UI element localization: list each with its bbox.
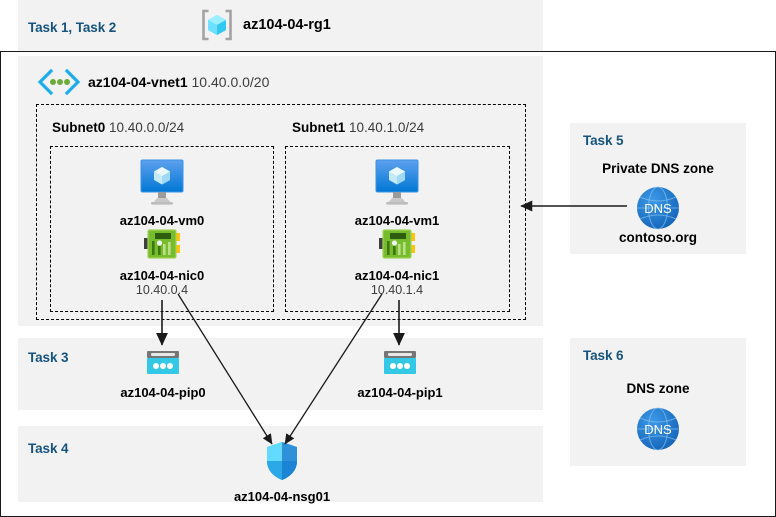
dns-icon-text: DNS xyxy=(644,201,672,216)
subnet1-cidr: 10.40.1.0/24 xyxy=(349,120,425,135)
subnet0-cidr: 10.40.0.0/24 xyxy=(109,120,185,135)
nic1-label: az104-04-nic1 xyxy=(354,268,440,283)
nic0-node: az104-04-nic0 10.40.0.4 xyxy=(102,228,222,298)
pip1-label: az104-04-pip1 xyxy=(357,385,443,400)
private-dns-zone-heading: Private DNS zone xyxy=(602,161,714,176)
task-label-1-2: Task 1, Task 2 xyxy=(28,20,117,35)
resource-group-name: az104-04-rg1 xyxy=(243,17,331,33)
virtual-network-icon xyxy=(36,68,82,96)
nic0-label: az104-04-nic0 xyxy=(119,268,205,283)
subnet1-box xyxy=(285,146,510,312)
header-row xyxy=(0,0,776,51)
network-security-group-icon xyxy=(222,440,342,487)
pip0-label: az104-04-pip0 xyxy=(120,385,206,400)
subnet1-name: Subnet1 xyxy=(292,120,346,135)
virtual-network-title: az104-04-vnet1 10.40.0.0/20 xyxy=(88,74,269,90)
vm1-label: az104-04-vm1 xyxy=(354,213,440,228)
pip1-node: az104-04-pip1 xyxy=(340,348,460,400)
virtual-machine-icon xyxy=(102,156,222,211)
nic0-ip: 10.40.0.4 xyxy=(135,283,189,297)
nsg-node: az104-04-nsg01 xyxy=(222,440,342,504)
vm0-node: az104-04-vm0 xyxy=(102,156,222,228)
resource-group-icon xyxy=(199,7,235,43)
nic1-node: az104-04-nic1 10.40.1.4 xyxy=(337,228,457,298)
dns-zone-icon: DNS xyxy=(632,183,684,233)
vm1-node: az104-04-vm1 xyxy=(337,156,457,228)
subnet0-name: Subnet0 xyxy=(52,120,106,135)
header-band xyxy=(18,0,543,51)
public-ip-address-icon xyxy=(103,348,223,383)
virtual-network-band xyxy=(18,56,543,326)
task3-panel xyxy=(18,338,543,410)
virtual-network-name: az104-04-vnet1 xyxy=(88,74,188,90)
task-label-5: Task 5 xyxy=(583,133,624,148)
pip0-node: az104-04-pip0 xyxy=(103,348,223,400)
public-ip-address-icon xyxy=(340,348,460,383)
network-interface-icon xyxy=(102,228,222,267)
vm0-label: az104-04-vm0 xyxy=(119,213,205,228)
virtual-machine-icon xyxy=(337,156,457,211)
subnets-container xyxy=(36,104,526,320)
task-label-6: Task 6 xyxy=(583,348,624,363)
network-interface-icon xyxy=(337,228,457,267)
dns-zone-icon: DNS xyxy=(632,404,684,454)
task-label-4: Task 4 xyxy=(28,441,69,456)
task-label-3: Task 3 xyxy=(28,350,69,365)
nic1-ip: 10.40.1.4 xyxy=(370,283,424,297)
subnet1-title: Subnet1 10.40.1.0/24 xyxy=(292,120,424,135)
dns-zone-heading: DNS zone xyxy=(626,381,690,396)
nsg-label: az104-04-nsg01 xyxy=(233,489,331,504)
virtual-network-cidr: 10.40.0.0/20 xyxy=(191,74,270,90)
dns-icon-text: DNS xyxy=(644,422,672,437)
subnet0-title: Subnet0 10.40.0.0/24 xyxy=(52,120,184,135)
private-dns-zone-name: contoso.org xyxy=(619,230,697,245)
